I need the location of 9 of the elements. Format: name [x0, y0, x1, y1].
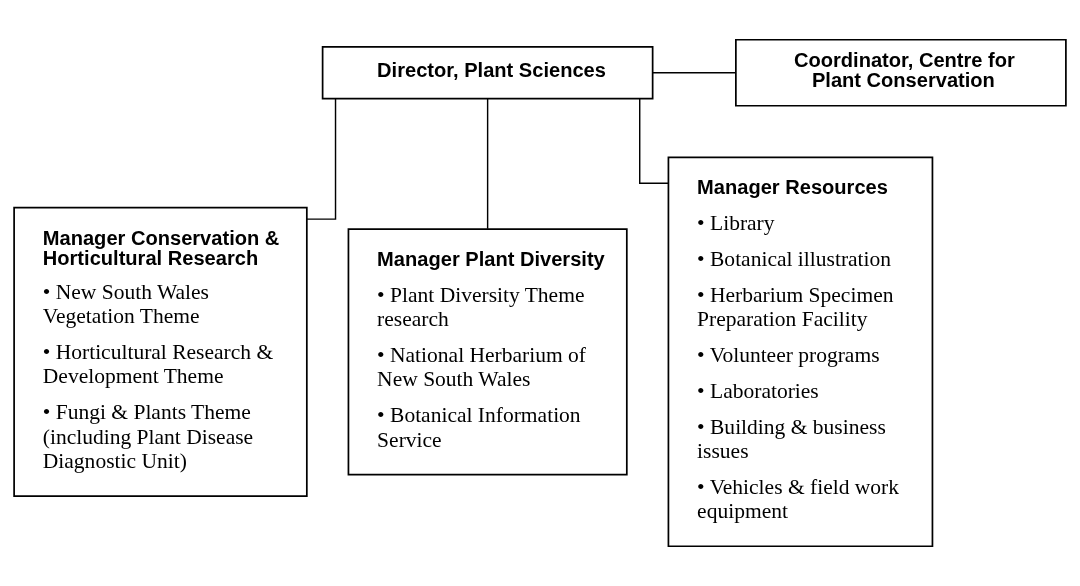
- connector: [639, 98, 669, 184]
- connector: [306, 98, 337, 220]
- node-box: Manager Resources • Library • Botanical illustration • Herbarium Specimen Preparation Facility • Volunteer programs • Laboratories • Building & business issues • Vehicles & field work equipment: [667, 156, 934, 548]
- node-box: Coordinator, Centre for Plant Conservation: [735, 38, 1067, 107]
- node-box: Director, Plant Sciences: [321, 46, 654, 100]
- node-box: Manager Plant Diversity • Plant Diversity Theme research • National Herbarium of New South Wales • Botanical Information Service: [347, 228, 628, 476]
- connector: [652, 72, 737, 74]
- connector: [486, 98, 489, 230]
- node-box: Manager Conservation & Horticultural Research • New South Wales Vegetation Theme • Horticultural Research & Development Theme • Fungi & Plants Theme (including Plant Disease Diagnostic Unit): [13, 206, 308, 497]
